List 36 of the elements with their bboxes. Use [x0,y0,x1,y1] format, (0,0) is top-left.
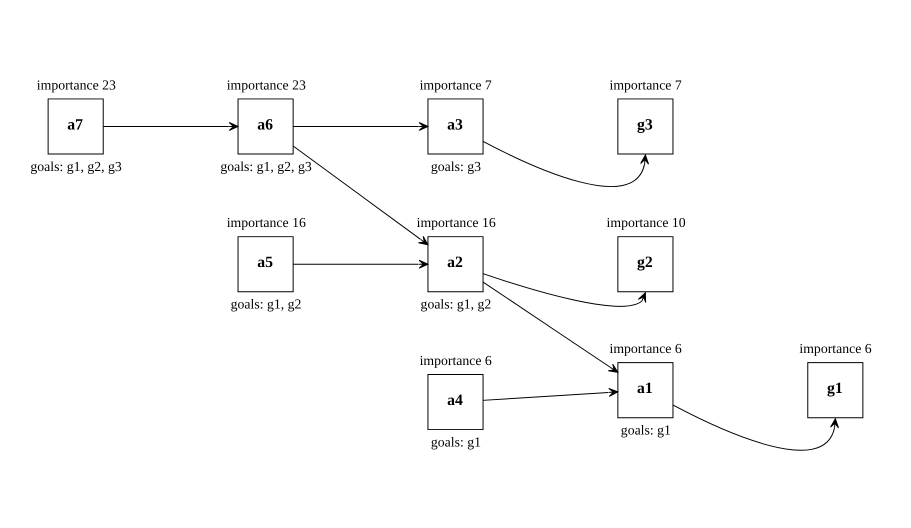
node-box: a4 [427,374,484,430]
node-label: importance 23 [226,77,306,92]
node-label: importance 6 [420,352,492,368]
node-box: a7 [48,98,104,155]
arrow [293,146,428,246]
node-label: importance 16 [416,215,496,230]
node-label: goals: g1 [430,434,481,450]
arrow [482,388,618,401]
node-label: importance 16 [226,215,306,230]
node-label: importance 7 [420,77,492,92]
node-label: importance 6 [799,341,872,356]
node-label: goals: g1, g2 [420,296,492,312]
node-label: importance 6 [610,341,682,356]
node-box: a3 [427,98,484,155]
node-label: goals: g1, g2, g3 [220,158,312,174]
arrow [482,282,618,373]
arrow [293,260,428,269]
node-label: importance 7 [610,77,682,92]
node-box: a6 [238,98,294,155]
node-label: goals: g1, g2, g3 [30,158,122,174]
arrow [103,122,239,131]
node-label: importance 23 [36,77,116,92]
node-box: g2 [617,236,674,292]
arrow [672,404,839,451]
node-box: a2 [427,236,484,292]
node-label: goals: g3 [430,158,481,174]
node-box: a1 [617,362,674,418]
arrow [293,122,428,131]
node-box: g1 [807,362,864,418]
node-box: a5 [238,236,294,292]
arrow [482,273,646,307]
node-box: g3 [617,98,674,155]
node-label: goals: g1 [620,422,671,438]
node-label: importance 10 [606,215,686,230]
arrow [482,140,650,188]
node-label: goals: g1, g2 [230,296,302,312]
